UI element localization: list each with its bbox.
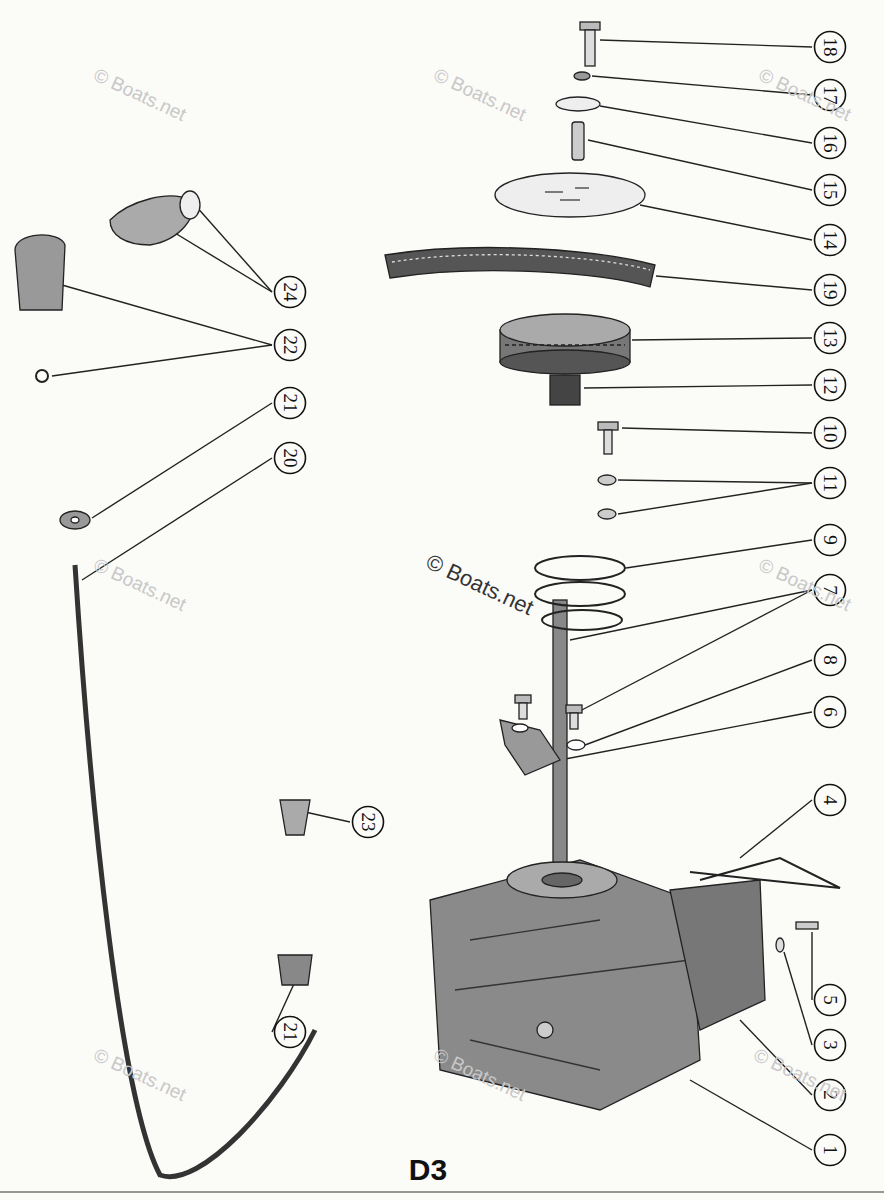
callout-number: 15	[813, 173, 847, 207]
callout-circle: 24	[273, 275, 307, 309]
callout-circle: 6	[813, 695, 847, 729]
callout-number: 5	[813, 983, 847, 1017]
callout-number: 21	[273, 1015, 307, 1049]
watermark: © Boats.net	[90, 1044, 190, 1106]
callout-number: 22	[273, 328, 307, 362]
callout-circle: 21	[273, 386, 307, 420]
callout-number: 20	[273, 441, 307, 475]
callout-circle: 21	[273, 1015, 307, 1049]
callout-circle: 8	[813, 643, 847, 677]
callout-circle: 1	[813, 1133, 847, 1167]
callout-circle: 20	[273, 441, 307, 475]
callout-circle: 11	[813, 466, 847, 500]
callout-number: 24	[273, 275, 307, 309]
page-rule	[0, 1192, 884, 1193]
callout-circle: 15	[813, 173, 847, 207]
callout-number: 13	[813, 321, 847, 355]
callout-circle: 16	[813, 126, 847, 160]
watermark: © Boats.net	[430, 64, 530, 126]
callout-number: 14	[813, 223, 847, 257]
callout-number: 8	[813, 643, 847, 677]
callout-number: 4	[813, 783, 847, 817]
callout-circle: 12	[813, 368, 847, 402]
ignition-lead-parts	[15, 191, 315, 1177]
callout-number: 21	[273, 386, 307, 420]
leader-lines	[52, 40, 812, 1150]
page-code: D3	[409, 1153, 447, 1187]
watermark: © Boats.net	[90, 64, 190, 126]
callout-circle: 3	[813, 1028, 847, 1062]
callout-circle: 10	[813, 416, 847, 450]
callout-circle: 13	[813, 321, 847, 355]
callout-number: 10	[813, 416, 847, 450]
callout-circle: 19	[813, 273, 847, 307]
callout-number: 12	[813, 368, 847, 402]
callout-number: 19	[813, 273, 847, 307]
callout-circle: 14	[813, 223, 847, 257]
callout-number: 1	[813, 1133, 847, 1167]
callout-circle: 18	[813, 30, 847, 64]
callout-circle: 4	[813, 783, 847, 817]
callout-number: 3	[813, 1028, 847, 1062]
callout-number: 11	[813, 466, 847, 500]
callout-number: 23	[351, 805, 385, 839]
callout-number: 16	[813, 126, 847, 160]
callout-number: 18	[813, 30, 847, 64]
callout-circle: 22	[273, 328, 307, 362]
watermark: © Boats.net	[90, 554, 190, 616]
callout-number: 9	[813, 523, 847, 557]
callout-circle: 5	[813, 983, 847, 1017]
callout-circle: 23	[351, 805, 385, 839]
watermark: © Boats.net	[422, 549, 537, 621]
callout-number: 6	[813, 695, 847, 729]
callout-circle: 9	[813, 523, 847, 557]
